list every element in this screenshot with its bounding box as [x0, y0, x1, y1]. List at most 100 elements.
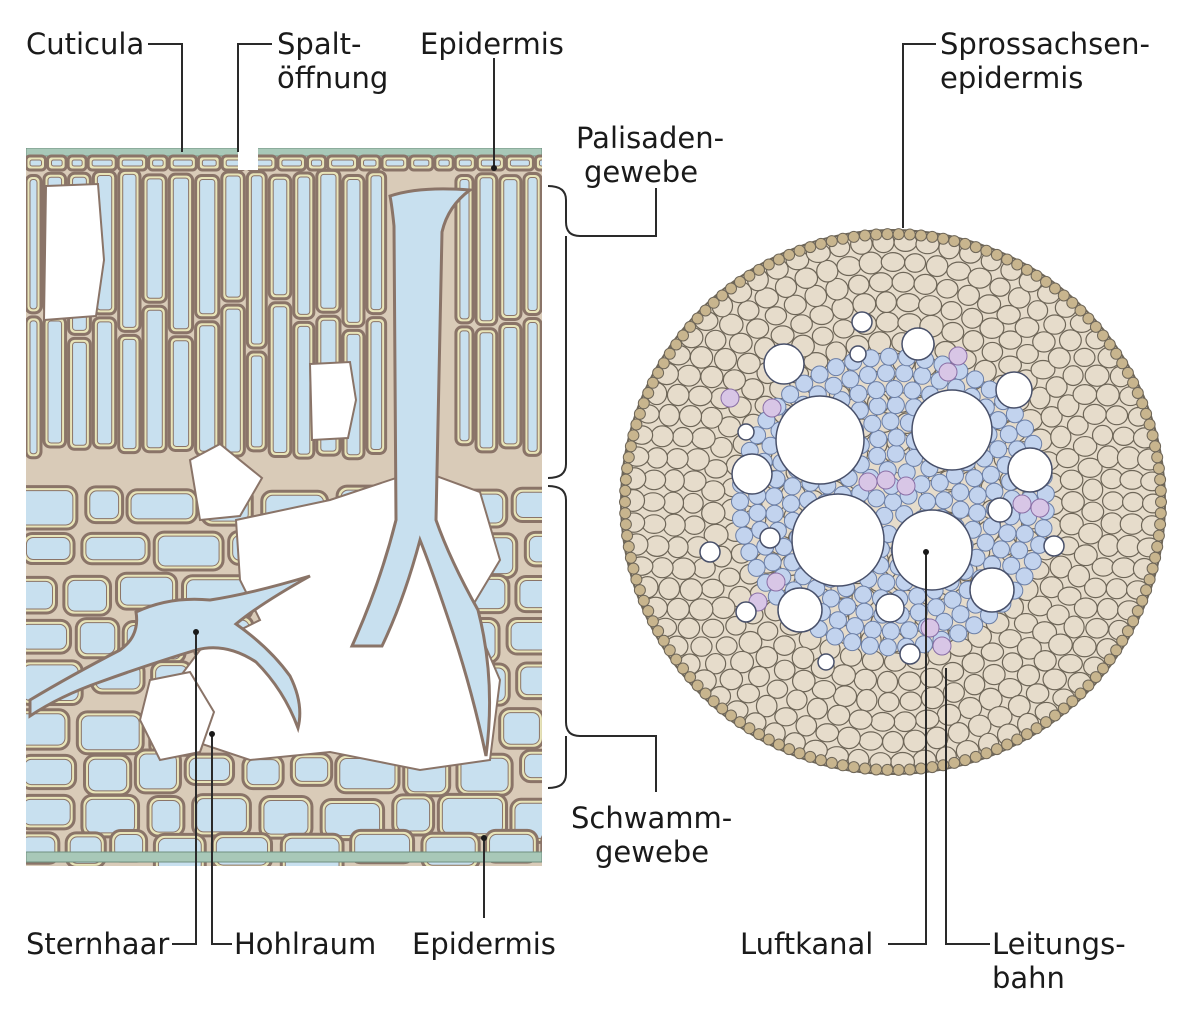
cortex-cell	[1043, 314, 1067, 335]
inner-cell	[747, 558, 766, 577]
epidermis-cell	[859, 229, 871, 242]
inner-cell	[976, 533, 995, 552]
cortex-cell	[1083, 577, 1108, 599]
epidermis-cell	[990, 743, 1003, 756]
cortex-cell	[876, 670, 899, 694]
palisade-cell-vacuole	[29, 179, 38, 310]
air-canal	[875, 593, 905, 623]
epidermis-cell	[1074, 304, 1087, 317]
cortex-cell	[688, 598, 714, 621]
epidermis-cell	[859, 762, 871, 775]
epidermis-cell	[926, 761, 939, 774]
bundle-cell	[920, 618, 940, 638]
epidermis-cell	[870, 228, 883, 241]
air-canal	[995, 371, 1033, 409]
epidermis-cell	[684, 671, 697, 684]
cortex-cell	[1049, 555, 1073, 579]
spongy-cell-vacuole	[26, 798, 71, 826]
inner-cell	[1016, 419, 1034, 438]
inner-cell	[989, 440, 1008, 459]
cortex-cell	[1057, 653, 1083, 674]
epidermis-cell	[1154, 473, 1167, 486]
epidermis-cell	[627, 429, 640, 442]
palisade-tissue	[26, 168, 542, 461]
cortex-cell	[809, 305, 835, 326]
epidermis-cell	[903, 763, 916, 776]
cortex-cell	[816, 259, 839, 283]
inner-cell	[841, 370, 860, 389]
epidermis-cell	[892, 763, 905, 776]
epidermis-cell	[1143, 418, 1156, 431]
cortex-cell	[1072, 635, 1097, 658]
cortex-cell	[682, 492, 704, 514]
cortex-cell	[1063, 615, 1085, 639]
cortex-cell	[881, 730, 905, 754]
epidermis-cell	[1089, 320, 1102, 333]
epidermis-cell	[633, 584, 646, 597]
upper-epidermis	[26, 148, 542, 172]
cortex-cell	[961, 652, 985, 674]
inner-cell	[908, 587, 927, 606]
cortex-cell	[1101, 491, 1125, 511]
epidermis-cell	[621, 462, 634, 475]
cortex-cell	[676, 364, 702, 387]
palisade-cell-vacuole	[225, 175, 241, 298]
inner-cell	[887, 428, 906, 447]
label-palisaden-line1: Palisaden-	[576, 121, 724, 155]
cortex-cell	[677, 617, 701, 640]
cortex-cell	[704, 652, 727, 675]
cortex-cell	[666, 383, 690, 407]
epidermis-cell	[619, 473, 632, 486]
spongy-cell-vacuole	[515, 491, 542, 519]
epidermis-cell	[948, 756, 961, 769]
inner-cell	[868, 397, 887, 416]
stomata-opening	[238, 148, 258, 170]
inner-cell	[935, 491, 953, 510]
cortex-cell	[811, 326, 834, 346]
cortex-cell	[685, 448, 710, 471]
epidermis-cell	[1103, 653, 1116, 666]
spongy-cell-vacuole	[26, 490, 74, 526]
inner-cell	[859, 366, 877, 384]
cortex-cell	[987, 705, 1013, 728]
label-spross-line2: epidermis	[940, 61, 1083, 95]
cortex-cell	[666, 597, 690, 621]
epidermis-cell	[1097, 662, 1109, 675]
spongy-cell-vacuole	[196, 798, 247, 833]
epidermis-cell	[892, 228, 905, 241]
inner-cell	[822, 589, 840, 608]
palisade-cell-vacuole	[146, 309, 163, 449]
epidermis-cell	[926, 230, 939, 243]
cortex-cell	[774, 707, 798, 727]
epidermis-cell	[1103, 338, 1116, 351]
cortex-cell	[998, 330, 1023, 350]
cortex-cell	[738, 630, 763, 654]
cortex-cell	[961, 307, 984, 329]
air-canal	[891, 509, 973, 591]
bracket-spongy-lower	[547, 736, 567, 789]
cortex-cell	[825, 277, 849, 301]
cortex-cell	[700, 578, 725, 599]
cortex-cell	[1067, 564, 1091, 588]
epidermis-cell	[1089, 671, 1102, 684]
inner-cell	[824, 376, 843, 395]
cortex-cell	[947, 722, 970, 744]
palisade-cell-vacuole	[96, 321, 113, 445]
inner-cell	[838, 597, 857, 616]
inner-cell	[918, 492, 936, 511]
inner-cell	[951, 483, 970, 502]
epidermis-cell	[847, 761, 860, 774]
inner-cell	[765, 504, 784, 523]
epidermis-cell-vacuole	[480, 159, 501, 167]
cortex-cell	[963, 673, 986, 696]
epidermis-cell	[716, 289, 729, 302]
cortex-cell	[833, 685, 858, 708]
epidermis-cell	[1001, 738, 1014, 751]
cortex-cell	[1032, 621, 1058, 644]
cortex-cell	[804, 284, 828, 308]
inner-cell	[951, 500, 970, 519]
label-sternhaar: Sternhaar	[26, 927, 169, 961]
air-canal	[901, 327, 935, 361]
epidermis-cell	[619, 518, 632, 531]
epidermis-cell	[1110, 347, 1123, 360]
